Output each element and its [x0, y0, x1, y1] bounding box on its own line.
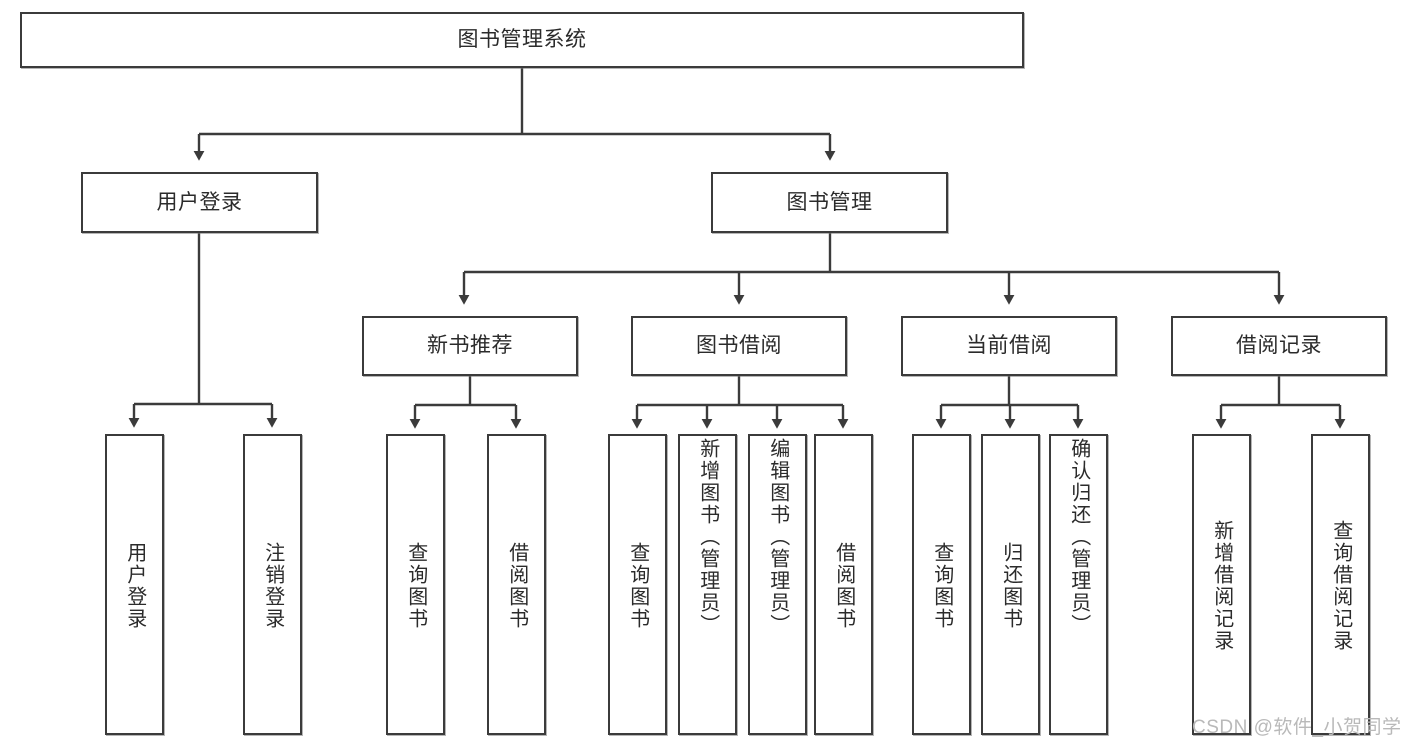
- leaf-borrow-book-recommend-label: 借阅图书: [505, 541, 528, 630]
- node-root-label: 图书管理系统: [457, 28, 587, 52]
- leaf-query-book-current[interactable]: 查询图书: [912, 434, 971, 735]
- watermark-csdn: CSDN @软件_小贺同学: [1192, 717, 1402, 738]
- leaf-query-borrow-record-label: 查询借阅记录: [1329, 519, 1352, 652]
- node-current-borrow-label: 当前借阅: [966, 334, 1052, 358]
- leaf-edit-book[interactable]: 编辑图书（管理员）: [748, 434, 807, 735]
- leaf-query-book-recommend-label: 查询图书: [404, 541, 427, 630]
- leaf-logout[interactable]: 注销登录: [243, 434, 302, 735]
- node-user-login-label: 用户登录: [156, 190, 243, 214]
- leaf-return-book[interactable]: 归还图书: [981, 434, 1040, 735]
- leaf-query-book-borrow[interactable]: 查询图书: [608, 434, 667, 735]
- node-book-borrow[interactable]: 图书借阅: [631, 316, 847, 376]
- node-book-borrow-label: 图书借阅: [696, 334, 782, 358]
- node-book-manage[interactable]: 图书管理: [711, 172, 948, 233]
- node-borrow-record[interactable]: 借阅记录: [1171, 316, 1387, 376]
- leaf-borrow-book[interactable]: 借阅图书: [814, 434, 873, 735]
- node-new-book-recommend-label: 新书推荐: [427, 334, 513, 358]
- leaf-borrow-book-label: 借阅图书: [832, 541, 855, 630]
- node-root[interactable]: 图书管理系统: [20, 12, 1024, 68]
- leaf-add-borrow-record[interactable]: 新增借阅记录: [1192, 434, 1251, 735]
- leaf-query-book-borrow-label: 查询图书: [626, 541, 649, 630]
- leaf-add-borrow-record-label: 新增借阅记录: [1210, 519, 1233, 652]
- leaf-edit-book-label: 编辑图书（管理员）: [766, 438, 789, 636]
- leaf-add-book[interactable]: 新增图书（管理员）: [678, 434, 737, 735]
- node-borrow-record-label: 借阅记录: [1236, 334, 1322, 358]
- leaf-query-book-recommend[interactable]: 查询图书: [386, 434, 445, 735]
- leaf-borrow-book-recommend[interactable]: 借阅图书: [487, 434, 546, 735]
- leaf-user-login-label: 用户登录: [123, 541, 146, 630]
- leaf-user-login[interactable]: 用户登录: [105, 434, 164, 735]
- leaf-query-borrow-record[interactable]: 查询借阅记录: [1311, 434, 1370, 735]
- leaf-confirm-return-label: 确认归还（管理员）: [1067, 438, 1090, 636]
- node-book-manage-label: 图书管理: [786, 190, 873, 214]
- leaf-return-book-label: 归还图书: [999, 541, 1022, 630]
- leaf-add-book-label: 新增图书（管理员）: [696, 438, 719, 636]
- leaf-confirm-return[interactable]: 确认归还（管理员）: [1049, 434, 1108, 735]
- leaf-query-book-current-label: 查询图书: [930, 541, 953, 630]
- node-new-book-recommend[interactable]: 新书推荐: [362, 316, 578, 376]
- node-user-login[interactable]: 用户登录: [81, 172, 318, 233]
- node-current-borrow[interactable]: 当前借阅: [901, 316, 1117, 376]
- leaf-logout-label: 注销登录: [261, 541, 284, 630]
